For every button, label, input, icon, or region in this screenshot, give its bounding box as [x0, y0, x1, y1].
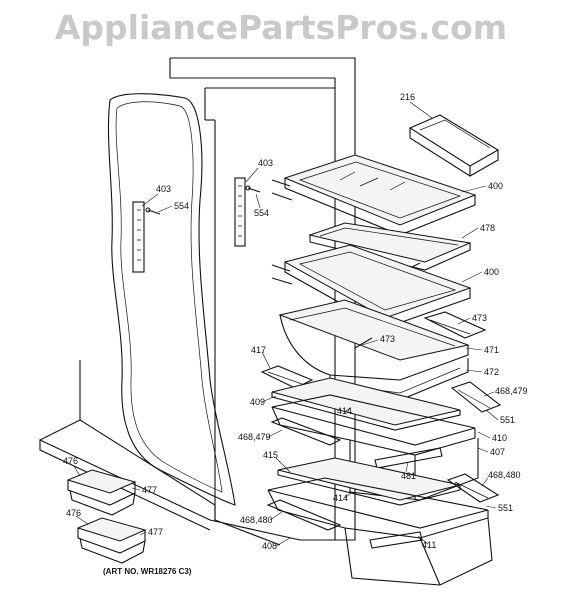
callout-551-lower: 551	[498, 503, 513, 513]
callout-478: 478	[480, 223, 495, 233]
callout-400-top: 400	[488, 181, 503, 191]
callout-403-right: 403	[258, 158, 273, 168]
callout-414-upper: 414	[337, 406, 352, 416]
art-number: (ART NO. WR18276 C3)	[103, 567, 192, 576]
door-bin-216	[408, 114, 500, 177]
watermark-text: AppliancePartsPros.com	[54, 8, 508, 47]
callout-476-upper: 476	[63, 456, 78, 466]
callout-473-cover: 473	[380, 334, 395, 344]
callout-400-middle: 400	[484, 267, 499, 277]
callout-labels: 216 400 403 554 403 554 478 400 473 473 …	[63, 92, 528, 551]
drawer-411	[266, 477, 493, 586]
callout-473-slide: 473	[472, 313, 487, 323]
container-476-477-lower	[76, 517, 147, 564]
callout-410: 410	[492, 433, 507, 443]
callout-216: 216	[400, 92, 415, 102]
callout-468-480-right: 468,480	[488, 470, 521, 480]
door-gasket	[107, 93, 236, 506]
callout-468-479-left: 468,479	[238, 432, 271, 442]
crisper-cover-471	[278, 299, 470, 381]
callout-407: 407	[490, 447, 505, 457]
callout-471: 471	[484, 345, 499, 355]
callout-468-480-left: 468,480	[240, 515, 273, 525]
callout-481: 481	[401, 471, 416, 481]
slide-473-right	[423, 311, 487, 339]
leader-lines	[73, 101, 499, 547]
slide-468-480-right	[446, 473, 500, 503]
callout-415: 415	[263, 450, 278, 460]
callout-554-right: 554	[254, 208, 269, 218]
shelf-ladder-right	[234, 177, 246, 247]
callout-551-upper: 551	[500, 415, 515, 425]
callout-409: 409	[250, 397, 265, 407]
slide-468-479-right	[450, 381, 502, 413]
container-476-477-upper	[66, 469, 137, 516]
shelf-ladder-left	[132, 201, 145, 273]
callout-477-lower: 477	[148, 527, 163, 537]
callout-468-479-right: 468,479	[495, 386, 528, 396]
callout-417: 417	[251, 345, 266, 355]
shelf-400-middle	[271, 244, 472, 329]
divider-409	[271, 377, 461, 431]
callout-554-left: 554	[174, 201, 189, 211]
callout-408: 408	[262, 541, 277, 551]
callout-403-left: 403	[156, 184, 171, 194]
screw-554-left	[145, 207, 161, 215]
shelf-400-top	[271, 154, 477, 236]
callout-414-lower: 414	[333, 493, 348, 503]
callout-472: 472	[484, 367, 499, 377]
callout-477-upper: 477	[142, 485, 157, 495]
screw-554-right	[245, 185, 261, 193]
divider-415	[277, 457, 461, 506]
cabinet-liner	[38, 57, 356, 546]
callout-476-lower: 476	[66, 508, 81, 518]
callout-411: 411	[422, 540, 436, 550]
slide-417	[260, 365, 314, 389]
